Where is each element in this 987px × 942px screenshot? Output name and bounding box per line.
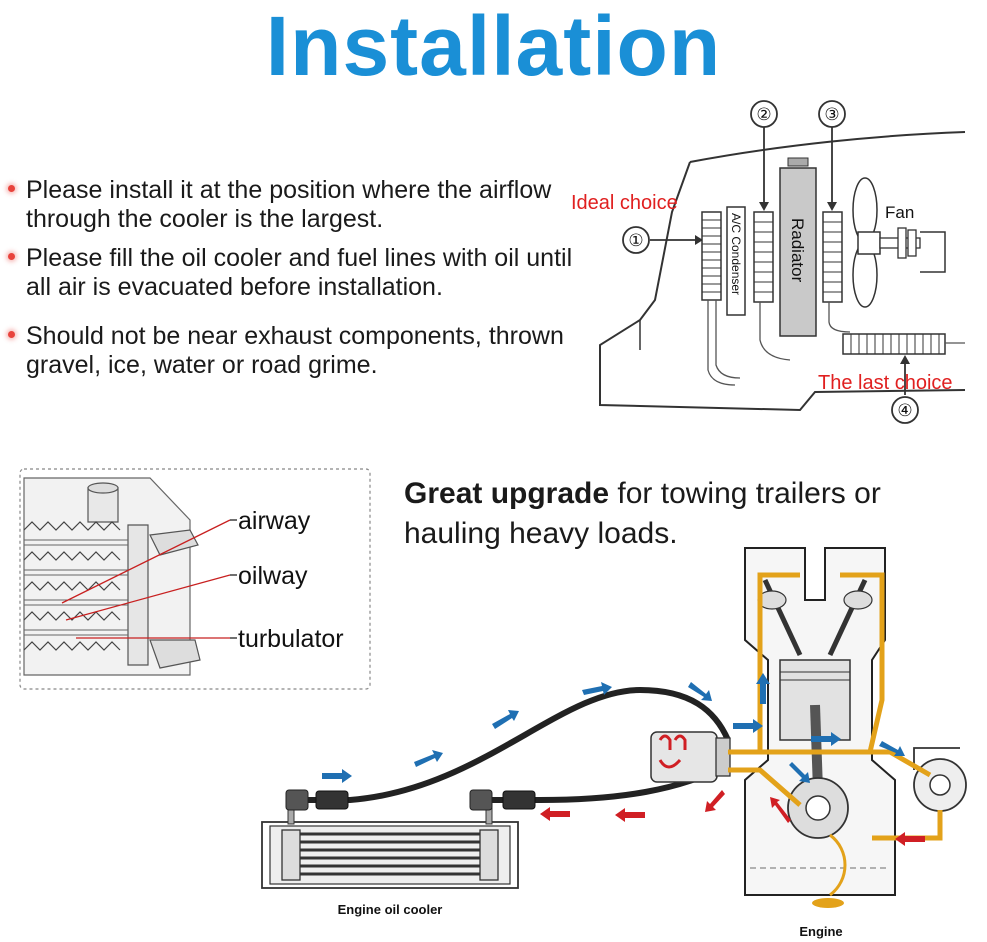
tip-text: Should not be near exhaust components, t… bbox=[26, 322, 564, 379]
upgrade-text: Great upgrade for towing trailers or hau… bbox=[404, 474, 974, 554]
bullet-dot-icon bbox=[8, 253, 15, 260]
page-title: Installation bbox=[265, 0, 722, 93]
oilway-label: oilway bbox=[238, 562, 308, 590]
tip-item: Should not be near exhaust components, t… bbox=[8, 322, 588, 380]
tip-item: Please fill the oil cooler and fuel line… bbox=[8, 244, 588, 302]
oil-cooler-label: Engine oil cooler bbox=[338, 902, 443, 917]
ideal-choice-label: Ideal choice bbox=[571, 192, 678, 214]
turbulator-label: turbulator bbox=[238, 625, 344, 653]
marker-3-label: ③ bbox=[824, 105, 839, 124]
upgrade-rest: for towing trailers or hauling heavy loa… bbox=[404, 477, 881, 550]
ac-condenser-label: A/C Condenser bbox=[729, 213, 743, 295]
airway-label: airway bbox=[238, 507, 311, 535]
tip-item: Please install it at the position where … bbox=[8, 176, 588, 234]
radiator-label: Radiator bbox=[788, 218, 807, 283]
upgrade-bold: Great upgrade bbox=[404, 477, 610, 510]
fan-label: Fan bbox=[885, 203, 914, 222]
marker-2-label: ② bbox=[756, 105, 771, 124]
tip-text: Please fill the oil cooler and fuel line… bbox=[26, 244, 573, 301]
bullet-dot-icon bbox=[8, 185, 15, 192]
bullet-dot-icon bbox=[8, 331, 15, 338]
tip-text: Please install it at the position where … bbox=[26, 176, 552, 233]
marker-4-label: ④ bbox=[897, 401, 912, 420]
installation-tips: Please install it at the position where … bbox=[8, 176, 588, 390]
last-choice-label: The last choice bbox=[818, 372, 953, 394]
marker-1-label: ① bbox=[628, 231, 643, 250]
engine-label: Engine bbox=[799, 924, 842, 939]
